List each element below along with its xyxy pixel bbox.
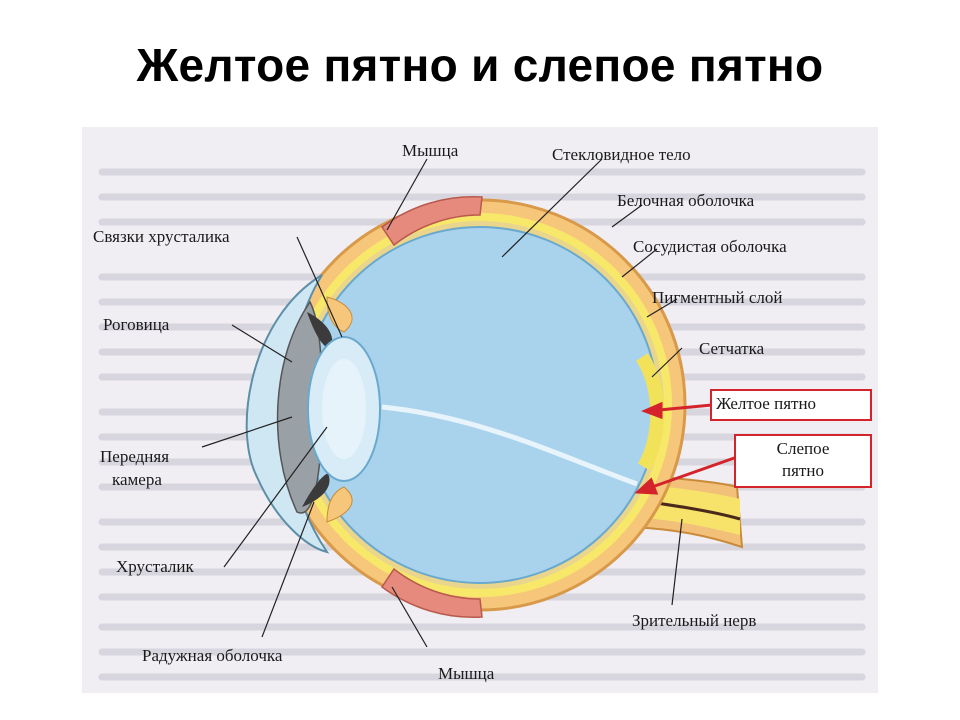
label-muscle-bottom: Мышца — [438, 664, 495, 683]
label-iris: Радужная оболочка — [142, 646, 283, 665]
callout-yellow-spot — [710, 389, 872, 421]
label-yellow-spot: Желтое пятно — [716, 394, 817, 413]
label-choroid: Сосудистая оболочка — [633, 237, 787, 256]
label-blind-spot-line2: пятно — [782, 461, 824, 480]
eye-illustration — [98, 158, 866, 681]
iris-shape-bottom — [302, 473, 330, 507]
label-lens: Хрусталик — [116, 557, 194, 576]
eye-diagram-figure: Мышца Стекловидное тело Белочная оболочк… — [82, 127, 878, 693]
callout-blind-spot — [734, 434, 872, 488]
slide-title: Желтое пятно и слепое пятно — [136, 39, 824, 91]
iris-shape-top — [307, 312, 333, 349]
label-muscle-top: Мышца — [402, 141, 459, 160]
label-pigment-layer: Пигментный слой — [652, 288, 783, 307]
label-lens-ligaments: Связки хрусталика — [93, 227, 230, 246]
muscle-bottom-shape — [380, 567, 483, 618]
label-optic-nerve: Зрительный нерв — [632, 611, 757, 630]
label-blind-spot-line1: Слепое — [776, 439, 830, 458]
label-anterior-chamber-line1: Передняя — [100, 447, 170, 466]
label-anterior-chamber-line2: камера — [112, 470, 162, 489]
muscle-top-shape — [380, 196, 483, 247]
label-retina: Сетчатка — [699, 339, 765, 358]
label-cornea: Роговица — [103, 315, 170, 334]
label-sclera: Белочная оболочка — [617, 191, 755, 210]
label-vitreous-body: Стекловидное тело — [552, 145, 691, 164]
